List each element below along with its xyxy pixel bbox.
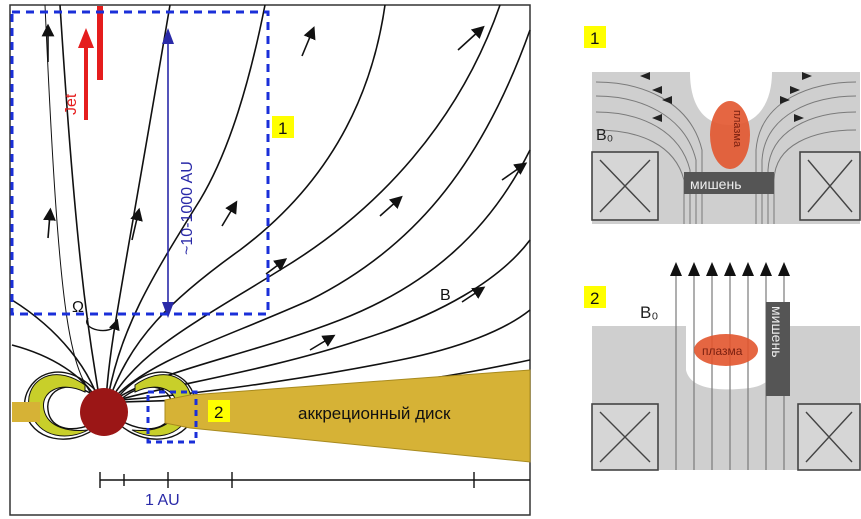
panel-2-plasma-label: плазма: [702, 344, 743, 358]
au-label: 1 AU: [145, 492, 180, 509]
accretion-disk-wedge: [164, 369, 531, 463]
panel-2-field-lines: [675, 268, 785, 470]
panel-1-plasma-label: плазма: [731, 110, 743, 148]
panel-2-coil-right-cross: [805, 411, 853, 463]
jet-label: Jet: [63, 93, 80, 115]
field-label: B: [440, 287, 451, 304]
callout-2-bg: [208, 400, 230, 422]
scale-arrowhead-top: [162, 28, 174, 44]
main-panel: Jet ~10-1000 AU 1 2 Ω B: [9, 4, 531, 516]
accretion-disk: [12, 402, 40, 422]
panel-2-number-bg: [584, 286, 606, 308]
panel-2-target-label: мишень: [769, 306, 785, 358]
panel-2-field-arrows: [670, 262, 790, 276]
omega-label: Ω: [72, 299, 84, 316]
panel-2-field-label: B₀: [640, 303, 658, 322]
panel-1-cavity: [690, 72, 772, 125]
au-scale: [99, 472, 530, 488]
field-direction-arrows: [41, 23, 528, 351]
panel-1-field-arrows: [640, 72, 812, 122]
panel-2-plasma: [694, 334, 758, 366]
scale-label: ~10-1000 AU: [179, 161, 196, 255]
panel-2-number: 2: [590, 289, 599, 308]
panel-2-coil-left-cross: [599, 411, 651, 463]
scale-arrowhead-bottom: [162, 302, 174, 318]
callout-2: 2: [214, 403, 223, 422]
panel-1: 1 B₀ плазма: [584, 26, 861, 224]
dashed-region-2: [146, 390, 198, 444]
panel-1-target-label: мишень: [690, 176, 742, 192]
rotation-arrow: [86, 317, 120, 332]
callout-1: 1: [278, 119, 287, 138]
panel-2: 2 B₀ плазма мишень: [584, 262, 861, 471]
central-star: [80, 388, 128, 436]
jet-arrowhead: [78, 28, 94, 48]
panel-1-number-bg: [584, 26, 606, 48]
disk-label: аккреционный диск: [298, 404, 451, 423]
dashed-region-1: [10, 10, 270, 316]
panel-1-target: [684, 172, 774, 194]
callout-1-bg: [272, 116, 294, 138]
panel-1-plasma: [710, 101, 750, 169]
panel-1-coil-left-cross: [599, 159, 651, 213]
panel-1-field-label: B₀: [596, 127, 613, 144]
panel-1-coil-right-cross: [807, 159, 853, 213]
panel-2-target: [766, 302, 790, 396]
panel-1-number: 1: [590, 29, 599, 48]
